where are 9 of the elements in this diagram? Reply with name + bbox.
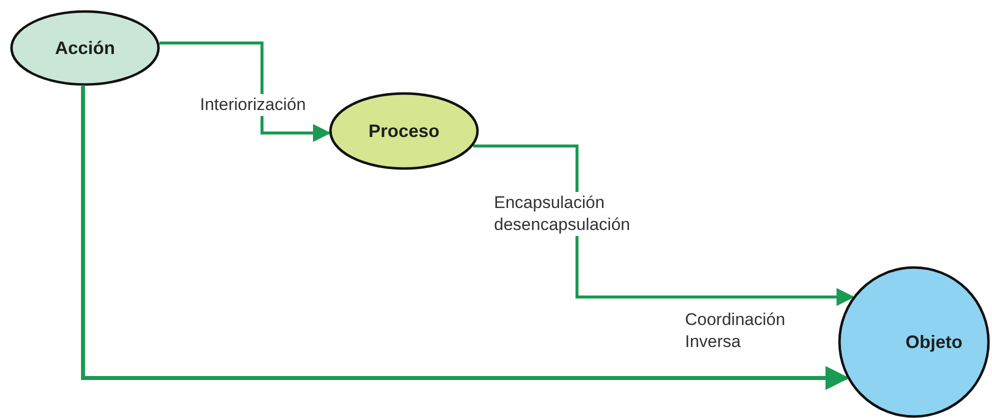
- connector-arrow: [473, 144, 855, 306]
- node-label: Objeto: [906, 332, 962, 352]
- node-label: Proceso: [368, 120, 440, 142]
- connector-arrow: [81, 86, 850, 390]
- node-label: Acción: [54, 38, 115, 58]
- concept-ellipse: [10, 10, 160, 86]
- connector-arrow: [159, 42, 331, 142]
- concept-ellipse: [329, 92, 479, 170]
- concept-circle: [838, 266, 990, 418]
